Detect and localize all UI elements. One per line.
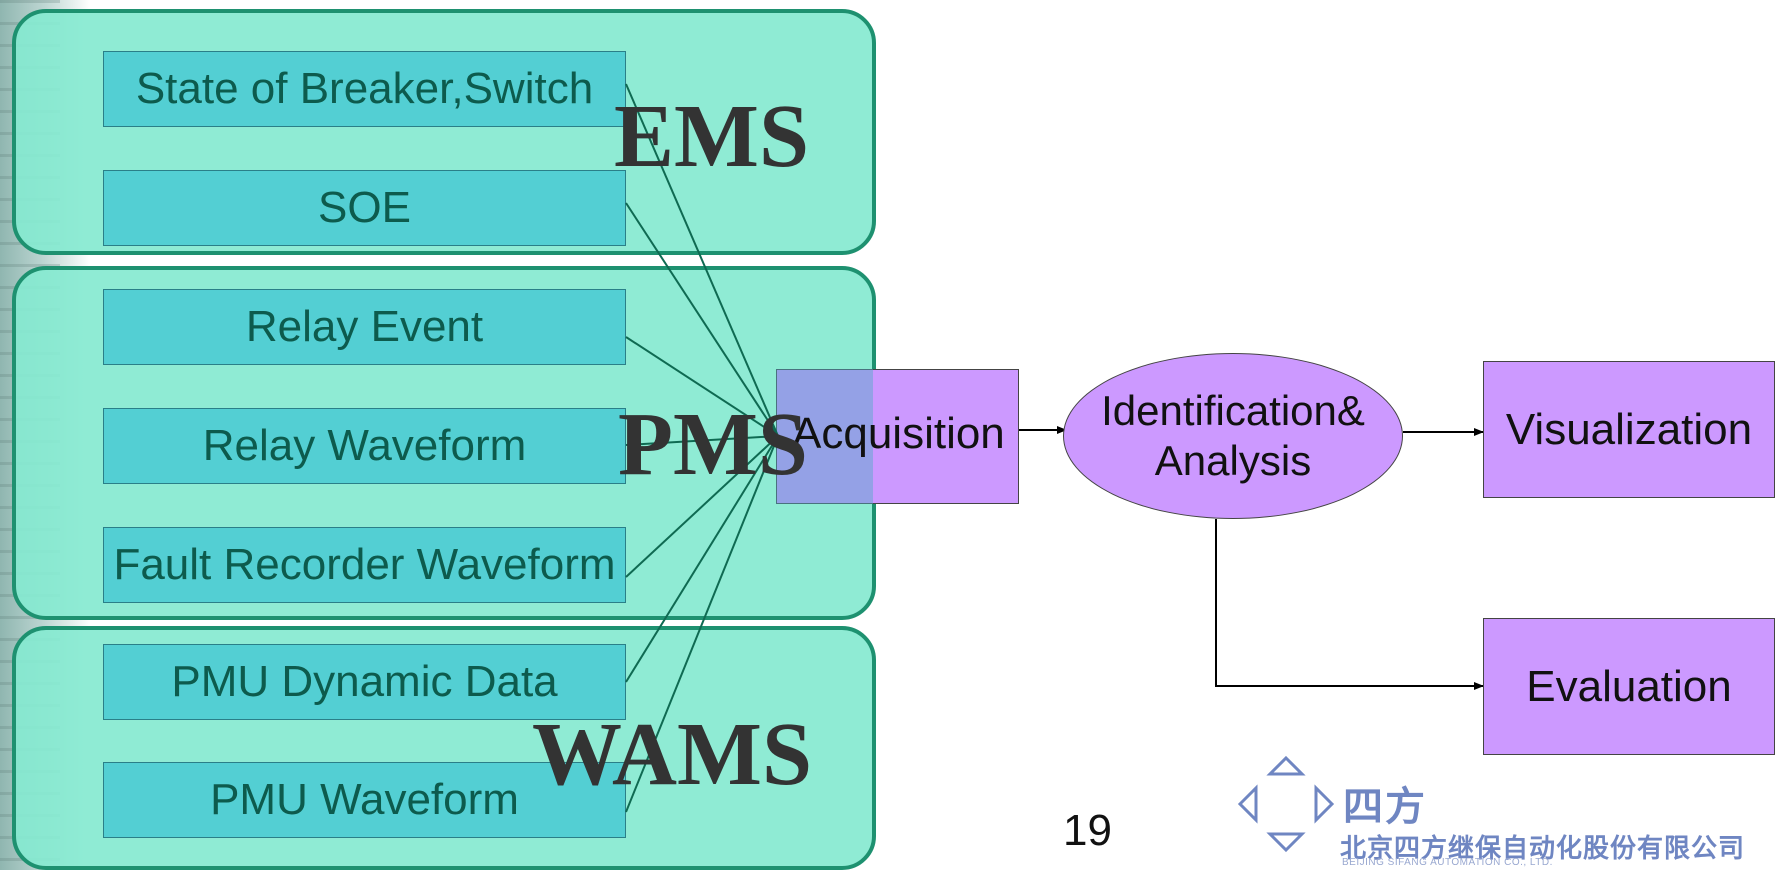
acquisition-label: Acquisition <box>792 409 1005 458</box>
overlap-tint <box>776 369 873 504</box>
source-breaker-switch-state: State of Breaker,Switch <box>103 51 626 127</box>
connector-pmu-dynamic <box>625 435 779 683</box>
source-relay-waveform: Relay Waveform <box>103 408 626 484</box>
visualization-box: Visualization <box>1483 361 1775 498</box>
ems-label: EMS <box>614 87 810 186</box>
source-soe: SOE <box>103 170 626 246</box>
arrow-identification-to-evaluation <box>1215 519 1484 690</box>
wams-label: WAMS <box>532 705 813 804</box>
connector-pmu-waveform <box>625 435 779 813</box>
source-relay-event: Relay Event <box>103 289 626 365</box>
analysis-label: Analysis <box>1154 437 1312 484</box>
connector-relay-event <box>625 336 779 437</box>
connector-fault-recorder <box>625 435 779 578</box>
connector-breaker-switch <box>625 83 779 437</box>
source-pmu-dynamic-data: PMU Dynamic Data <box>103 644 626 720</box>
logo-title: 四方 <box>1343 785 1427 829</box>
evaluation-box: Evaluation <box>1483 618 1775 755</box>
identification-analysis-node: Identification& Analysis <box>1063 353 1403 519</box>
connector-relay-waveform <box>625 435 779 446</box>
connector-soe <box>625 202 779 437</box>
source-fault-recorder-waveform: Fault Recorder Waveform <box>103 527 626 603</box>
logo-english-name: BEIJING SIFANG AUTOMATION CO., LTD. <box>1342 857 1553 868</box>
source-pmu-waveform: PMU Waveform <box>103 762 626 838</box>
sifang-logo-icon <box>1237 755 1335 853</box>
logo-company-name: 北京四方继保自动化股份有限公司 <box>1340 833 1746 863</box>
page-number: 19 <box>1063 806 1112 855</box>
pms-label: PMS <box>618 395 808 494</box>
identification-label: Identification& <box>1101 387 1365 435</box>
